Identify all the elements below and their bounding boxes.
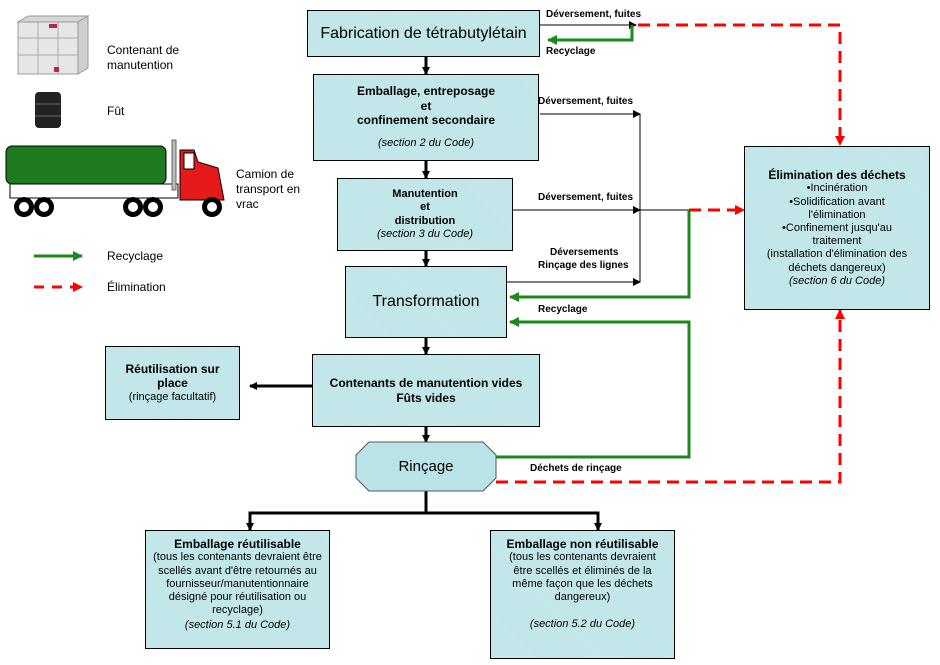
node-manutention-section: (section 3 du Code) xyxy=(377,227,473,240)
node-reutilisation: Réutilisation sur place (rinçage faculta… xyxy=(105,346,240,420)
node-emballage: Emballage, entreposage et confinement se… xyxy=(313,74,539,161)
node-elimination-item: •Incinération xyxy=(806,182,868,195)
node-rincage: Rinçage xyxy=(356,442,496,491)
node-reutilisation-line1: Réutilisation sur xyxy=(125,362,220,377)
node-emballage-line1: Emballage, entreposage xyxy=(356,84,496,99)
label-trans-spill-1: Déversements xyxy=(550,247,619,258)
ibc-container-icon xyxy=(16,15,90,75)
node-manutention: Manutention et distribution (section 3 d… xyxy=(337,178,513,251)
rinse-node-shape xyxy=(355,441,497,492)
disposal-fab xyxy=(638,23,845,146)
node-reutilisable-section: (section 5.1 du Code) xyxy=(184,619,291,632)
drum-icon xyxy=(35,92,61,128)
node-emballage-line3: confinement secondaire xyxy=(356,113,496,128)
node-manutention-line3: distribution xyxy=(394,214,456,227)
node-non-reutilisable-section: (section 5.2 du Code) xyxy=(529,618,636,631)
node-contenants-vides: Contenants de manutention vides Fûts vid… xyxy=(312,354,540,427)
node-elimination-item: •Confinement jusqu'au traitement xyxy=(782,222,892,248)
node-reutilisable-title: Emballage réutilisable xyxy=(174,537,301,551)
node-rincage-title: Rinçage xyxy=(398,458,454,475)
node-non-reutilisable: Emballage non réutilisable (tous les con… xyxy=(490,530,675,659)
node-reutilisation-note: (rinçage facultatif) xyxy=(128,390,217,403)
node-manutention-line2: et xyxy=(420,201,430,214)
node-contenants-line1: Contenants de manutention vides xyxy=(329,376,523,391)
node-elimination-note: (installation d'élimination des déchets … xyxy=(766,248,908,274)
split-line xyxy=(248,511,600,528)
node-reutilisation-line2: place xyxy=(157,376,188,391)
node-elimination-section: (section 6 du Code) xyxy=(789,274,885,287)
label-fab-spill: Déversement, fuites xyxy=(546,9,642,20)
legend-drum-label: Fût xyxy=(107,104,125,118)
node-transformation: Transformation xyxy=(345,266,507,338)
node-elimination-title: Élimination des déchets xyxy=(768,168,906,183)
legend-disposal-label: Élimination xyxy=(107,280,166,294)
label-emb-spill: Déversement, fuites xyxy=(538,96,634,107)
label-man-spill: Déversement, fuites xyxy=(538,192,634,203)
node-transformation-title: Transformation xyxy=(372,293,480,311)
recycle-spill-to-trans xyxy=(509,210,691,302)
node-fabrication: Fabrication de tétrabutylétain xyxy=(307,10,540,57)
label-rinse-waste: Déchets de rinçage xyxy=(530,463,622,474)
node-elimination: Élimination des déchets •Incinération •S… xyxy=(744,146,930,310)
legend-truck-label: Camion de transport en vrac xyxy=(236,167,301,211)
label-trans-spill-2: Rinçage des lignes xyxy=(538,260,629,271)
node-fabrication-title: Fabrication de tétrabutylétain xyxy=(320,24,527,42)
recycle-rinse-to-trans xyxy=(496,317,691,459)
node-emballage-section: (section 2 du Code) xyxy=(378,137,474,150)
node-manutention-line1: Manutention xyxy=(392,188,458,201)
label-trans-recycle: Recyclage xyxy=(538,304,588,315)
label-fab-recycle: Recyclage xyxy=(546,46,596,57)
node-elimination-item: •Solidification avant l'élimination xyxy=(789,195,885,221)
node-emballage-line2: et xyxy=(420,98,432,113)
node-reutilisable-body: (tous les contenants devraient être scel… xyxy=(153,551,322,617)
disposal-rinse xyxy=(496,309,845,484)
node-contenants-line2: Fûts vides xyxy=(396,390,456,405)
node-non-reutilisable-title: Emballage non réutilisable xyxy=(506,537,659,551)
legend-ibc-label: Contenant de manutention xyxy=(107,43,180,72)
node-reutilisable: Emballage réutilisable (tous les contena… xyxy=(145,530,330,649)
node-non-reutilisable-body: (tous les contenants devraient être scel… xyxy=(509,551,656,603)
recycle-fab xyxy=(547,25,634,45)
tanker-truck-icon xyxy=(5,139,225,217)
legend-recycle-label: Recyclage xyxy=(107,249,164,263)
